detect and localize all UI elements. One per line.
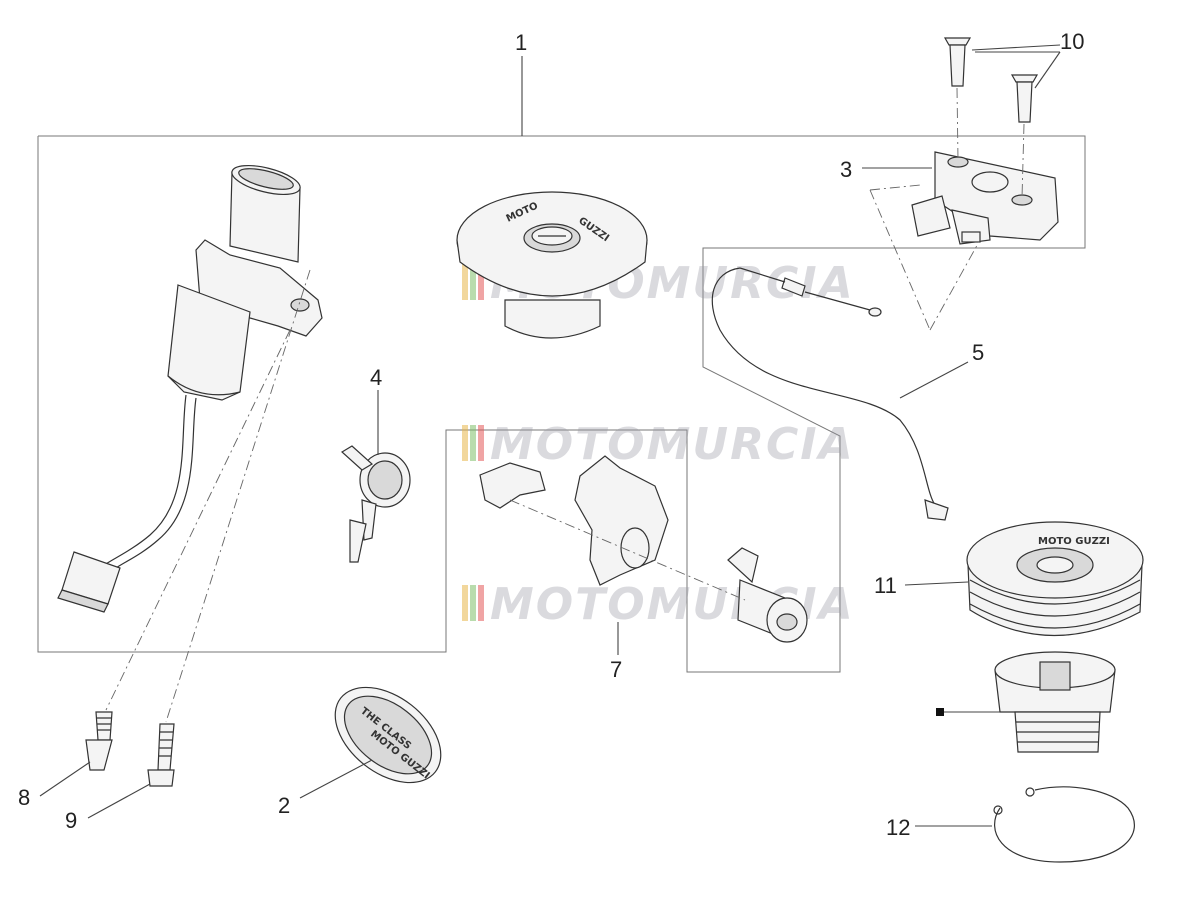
bracket-part-3: [869, 151, 1059, 331]
mount-axis-lines: [105, 269, 311, 723]
label-part-1: 1: [515, 30, 527, 55]
watermark-2: MOTOMURCIA: [462, 419, 855, 470]
release-cable-part-5: [711, 267, 949, 521]
circlip-part-12: [993, 786, 1135, 863]
label-part-10: 10: [1060, 29, 1084, 54]
fuel-cap-part-11: MOTO GUZZI: [966, 521, 1144, 637]
fuel-cap-kit: MOTO GUZZI: [456, 191, 648, 339]
leader-lines: [39, 44, 1061, 827]
label-part-11: 11: [874, 573, 897, 598]
label-part-12: 12: [886, 815, 910, 840]
label-part-4: 4: [370, 365, 382, 390]
cap11-logo-text: MOTO GUZZI: [1038, 536, 1110, 547]
lock-assembly-part-7: [479, 455, 808, 643]
bolt-part-8: [85, 711, 113, 771]
keys-part-4: [340, 445, 411, 563]
label-part-9: 9: [65, 808, 77, 833]
watermark-text-2: MOTOMURCIA: [490, 419, 855, 470]
label-part-7: 7: [610, 657, 622, 682]
label-part-2: 2: [278, 793, 290, 818]
label-part-5: 5: [972, 340, 984, 365]
label-part-8: 8: [18, 785, 30, 810]
kit-frame-main: [37, 135, 1086, 673]
bolt-part-9: [147, 723, 175, 787]
ignition-switch: [57, 165, 323, 613]
marker-square: [936, 708, 944, 716]
filler-neck: [994, 651, 1116, 753]
part-labels: 1 2 3 4 5 7 8 9 10 11 12: [18, 29, 1084, 840]
label-part-3: 3: [840, 157, 852, 182]
group-frames: [37, 135, 1086, 673]
badge-part-2: THE CLASS MOTO GUZZI: [334, 686, 442, 784]
screws-part-10: [943, 37, 1039, 199]
